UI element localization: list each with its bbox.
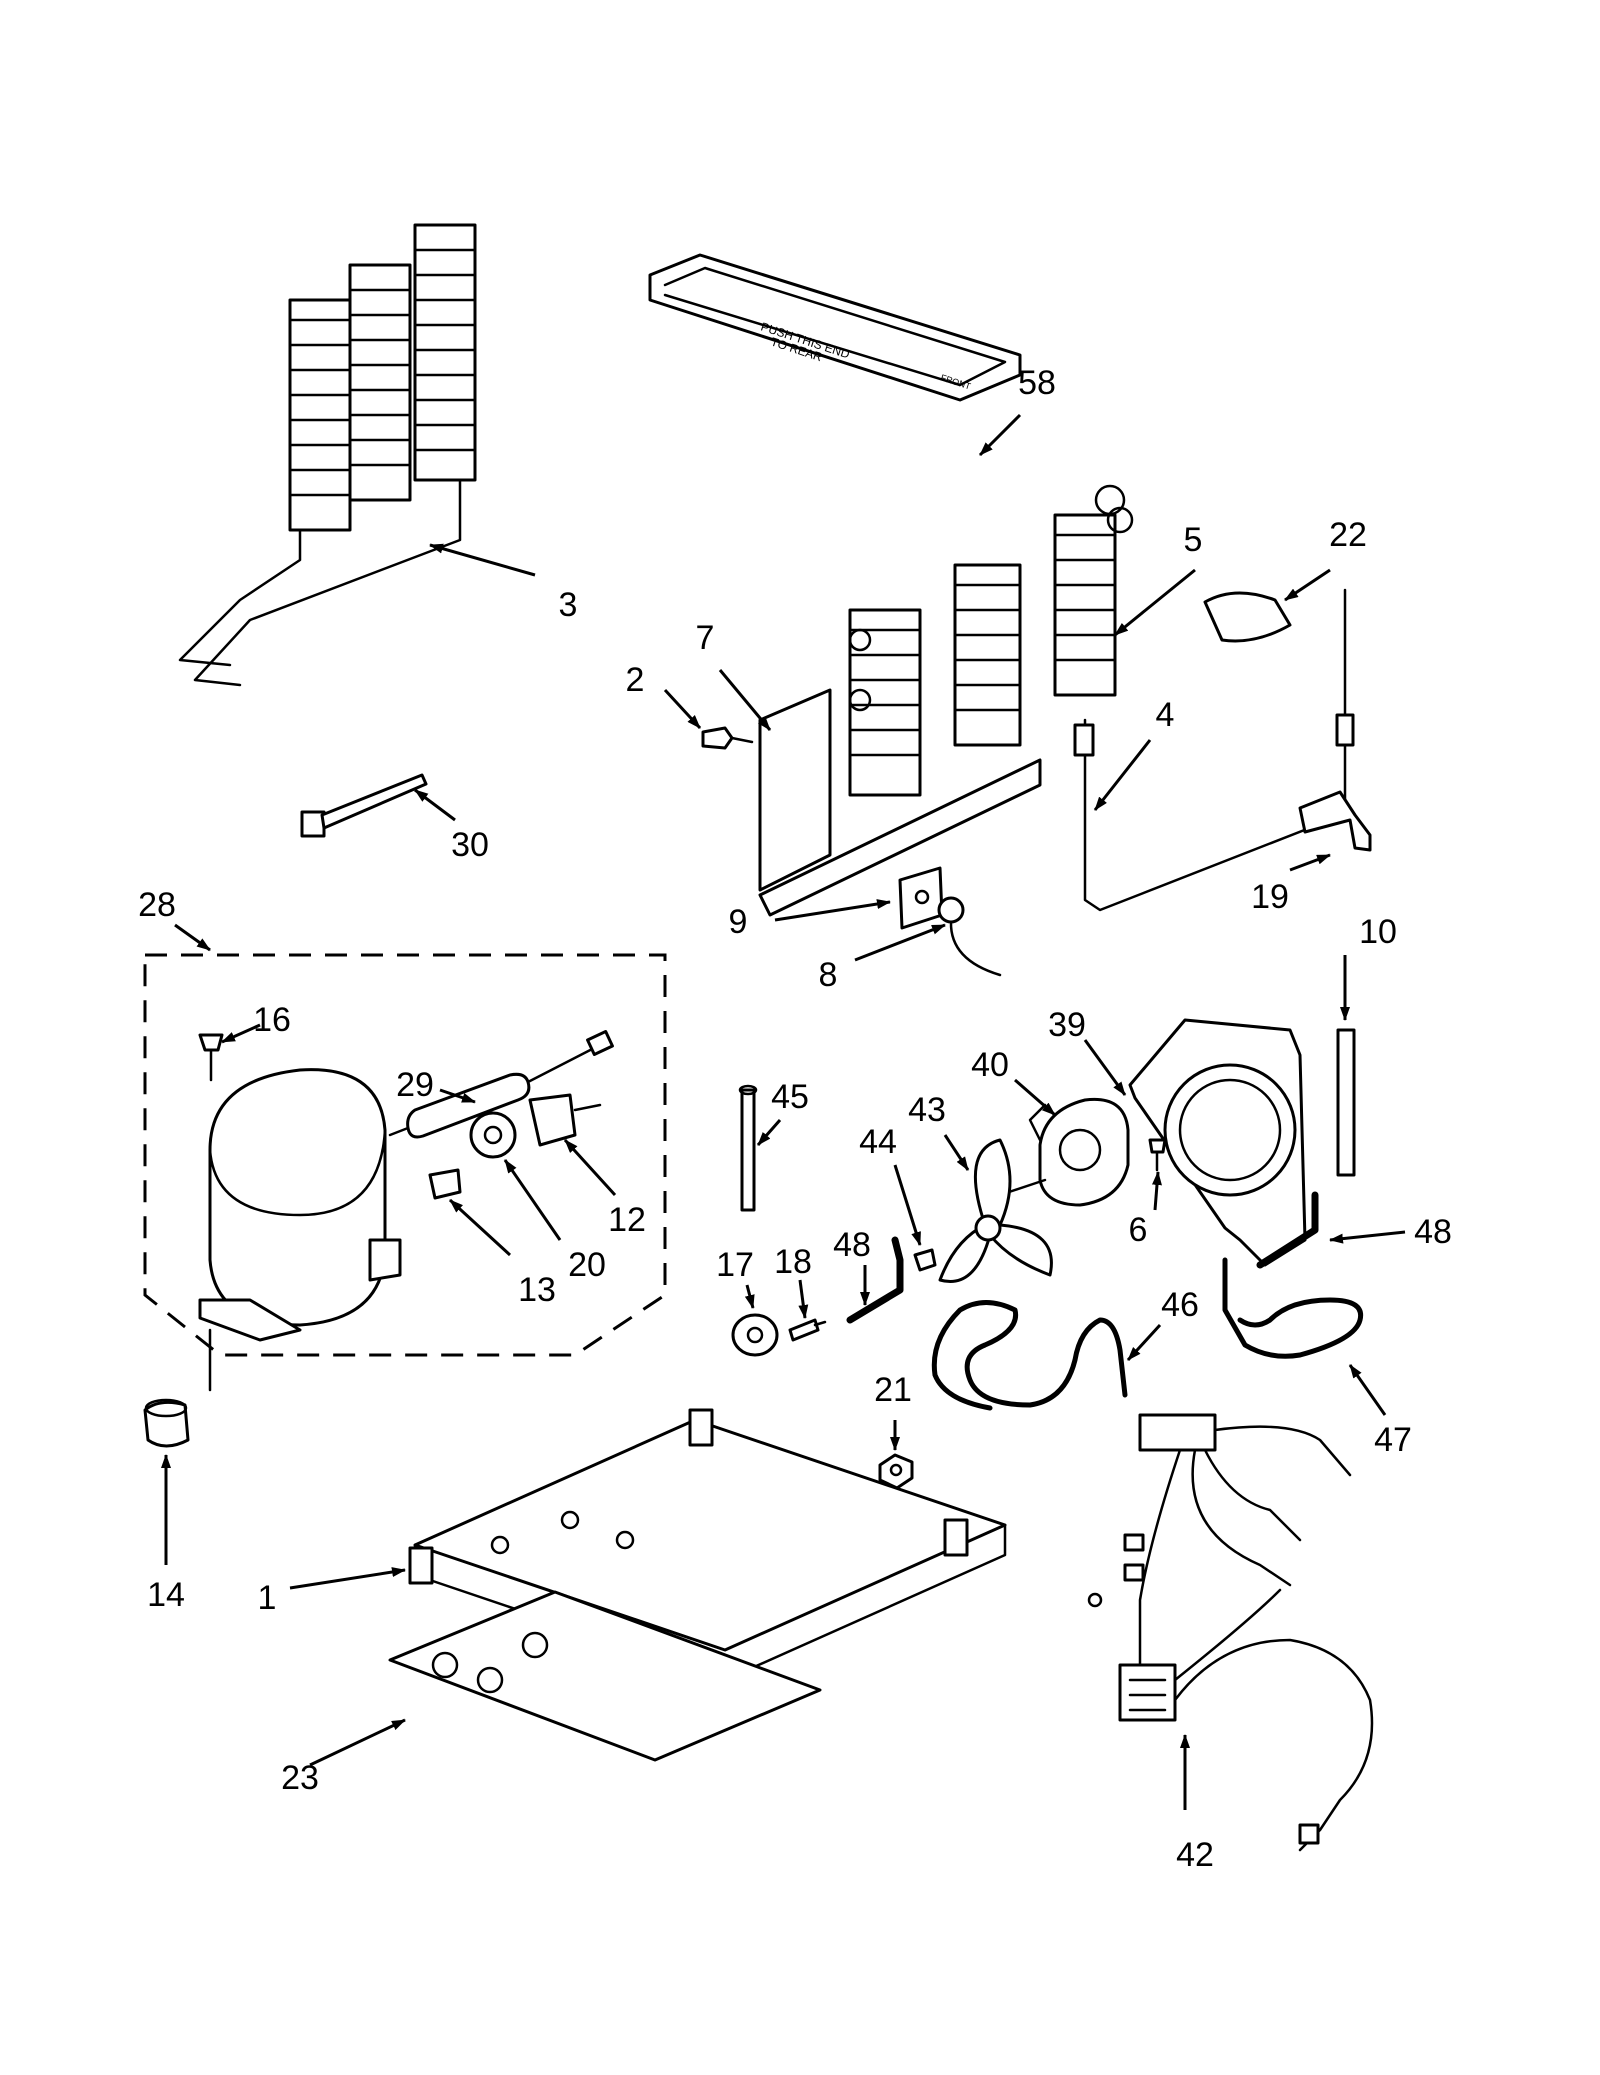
cap	[1203, 591, 1292, 643]
rod	[738, 1084, 758, 1212]
callout-23: 23	[281, 1759, 319, 1797]
tube-right	[1256, 1191, 1319, 1269]
callout-7: 7	[695, 619, 715, 657]
callout-44: 44	[859, 1123, 897, 1161]
callout-48-right: 48	[1414, 1213, 1452, 1251]
callout-48-left: 48	[833, 1226, 871, 1264]
callout-46: 46	[1161, 1286, 1199, 1324]
relay	[528, 1093, 602, 1147]
evaporator-assembly	[758, 484, 1134, 917]
evaporator-cover	[758, 688, 832, 892]
insulation-pad	[388, 1590, 822, 1762]
callout-10: 10	[1359, 913, 1397, 951]
callout-21: 21	[874, 1371, 912, 1409]
grommet	[143, 1398, 190, 1448]
callout-20: 20	[568, 1246, 606, 1284]
gasket-strip	[1336, 1028, 1356, 1177]
screw	[701, 726, 754, 750]
drain-pan: PUSH THIS END TO REAR FRONT	[648, 253, 1022, 402]
compressor-screw	[198, 1033, 224, 1082]
cable-tie	[300, 773, 428, 838]
callout-47: 47	[1374, 1421, 1412, 1459]
leader-lines	[161, 413, 1406, 1810]
sensor-wire	[1073, 588, 1355, 912]
callout-18: 18	[774, 1243, 812, 1281]
roller-wheel	[731, 1313, 779, 1357]
callout-16: 16	[253, 1001, 291, 1039]
nut	[878, 1453, 914, 1490]
callout-29: 29	[396, 1066, 434, 1104]
callout-40: 40	[971, 1046, 1009, 1084]
bracket	[1298, 790, 1372, 852]
callout-39: 39	[1048, 1006, 1086, 1044]
retainer-clip	[913, 1248, 937, 1272]
wire-harness	[1087, 1413, 1374, 1852]
overload-protector	[469, 1111, 517, 1159]
fan-shroud	[1128, 1018, 1307, 1267]
axle-pin	[788, 1318, 827, 1342]
callout-42: 42	[1176, 1836, 1214, 1874]
callout-13: 13	[518, 1271, 556, 1309]
base-pan	[408, 1408, 1007, 1682]
terminal-connector	[428, 1168, 462, 1200]
motor-screw	[1148, 1138, 1167, 1172]
callout-58: 58	[1018, 364, 1056, 402]
filter-drier	[388, 1030, 614, 1139]
callout-1: 1	[257, 1579, 277, 1617]
callout-5: 5	[1183, 521, 1203, 559]
callout-9: 9	[728, 903, 748, 941]
callout-6: 6	[1128, 1211, 1148, 1249]
tube-left	[846, 1236, 904, 1324]
callout-28: 28	[138, 886, 176, 924]
callout-30: 30	[451, 826, 489, 864]
condenser-coil	[178, 223, 477, 687]
callout-2: 2	[625, 661, 645, 699]
callout-4: 4	[1155, 696, 1175, 734]
water-tube	[1222, 1257, 1364, 1359]
callout-3: 3	[558, 586, 578, 624]
fan-motor	[998, 1097, 1130, 1207]
callout-17: 17	[716, 1246, 754, 1284]
drain-tube	[931, 1300, 1128, 1411]
callout-45: 45	[771, 1078, 809, 1116]
fan-blade	[938, 1138, 1053, 1283]
callout-43: 43	[908, 1091, 946, 1129]
callout-8: 8	[818, 956, 838, 994]
thermal-fuse	[937, 896, 1002, 977]
callout-12: 12	[608, 1201, 646, 1239]
clip	[898, 866, 944, 930]
compressor-group-outline	[143, 953, 667, 1357]
callout-14: 14	[147, 1576, 185, 1614]
compressor	[198, 1068, 402, 1392]
callout-19: 19	[1251, 878, 1289, 916]
callout-22: 22	[1329, 516, 1367, 554]
